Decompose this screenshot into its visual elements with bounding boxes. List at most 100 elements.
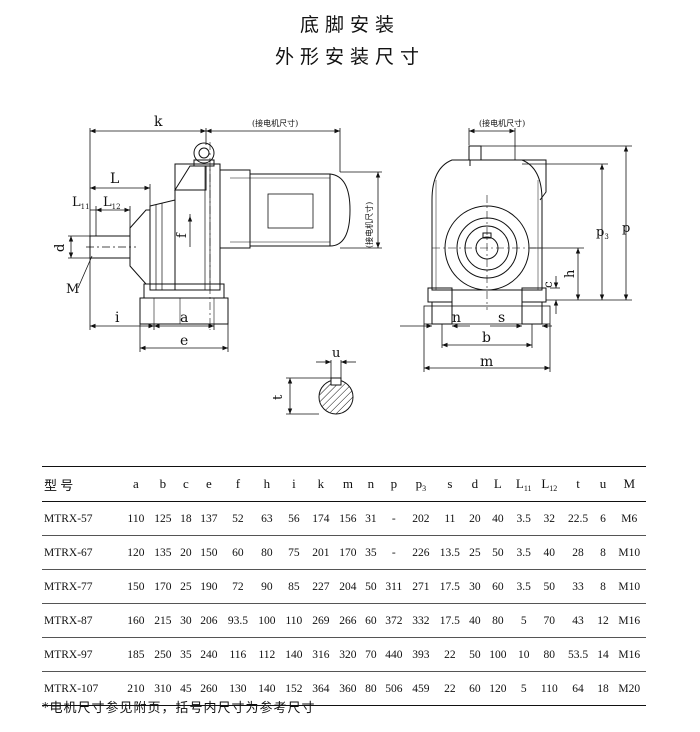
column-header: i [280,466,308,502]
table-cell: 32 [536,501,563,536]
label-m: m [480,354,493,370]
column-header: m [334,466,362,502]
table-cell: 174 [307,501,335,536]
column-header: s [434,466,466,502]
table-cell: 8 [593,569,613,604]
table-cell: 60 [484,569,512,604]
front-view-labels: (接电机尺寸) p3 p h c n s b m [452,118,630,370]
table-cell: M10 [612,535,646,570]
model-cell: MTRX-107 [42,671,123,706]
table-cell: 25 [176,569,196,604]
table-cell: 20 [176,535,196,570]
table-cell: 80 [361,671,381,706]
table-cell: 53.5 [562,637,594,672]
table-cell: 250 [149,637,177,672]
table-cell: 33 [562,569,594,604]
table-cell: 215 [149,603,177,638]
label-p: p [622,221,630,236]
table-cell: 100 [484,637,512,672]
table-cell: 202 [407,501,435,536]
table-cell: 52 [222,501,254,536]
table-cell: 70 [536,603,563,638]
label-n: n [452,310,461,326]
table-cell: 271 [407,569,435,604]
table-cell: 50 [536,569,563,604]
table-cell: 170 [149,569,177,604]
table-cell: 70 [361,637,381,672]
column-header: n [361,466,381,502]
table-cell: 440 [380,637,408,672]
table-cell: 140 [280,637,308,672]
label-M: M [66,282,79,297]
table-cell: 320 [334,637,362,672]
label-k: k [154,114,163,130]
label-motor-dim-top: (接电机尺寸) [252,118,298,128]
table-cell: M6 [612,501,646,536]
side-view [86,142,351,330]
footnote: *电机尺寸参见附页，括号内尺寸为参考尺寸 [42,701,316,716]
table-cell: 152 [280,671,308,706]
table-cell: 112 [253,637,281,672]
table-cell: 5 [511,603,537,638]
table-cell: 240 [195,637,223,672]
table-cell: 17.5 [434,603,466,638]
column-header: f [222,466,254,502]
model-cell: MTRX-77 [42,569,123,604]
table-cell: 204 [334,569,362,604]
table-cell: 56 [280,501,308,536]
table-cell: 130 [222,671,254,706]
table-cell: 110 [122,501,150,536]
table-cell: M20 [612,671,646,706]
table-cell: 160 [122,603,150,638]
table-cell: 11 [434,501,466,536]
table-cell: 316 [307,637,335,672]
table-cell: 5 [511,671,537,706]
label-c: c [541,281,555,288]
column-header: a [122,466,150,502]
side-view-dimensions [68,128,382,352]
table-cell: 372 [380,603,408,638]
label-p3: p3 [596,225,609,241]
table-cell: 266 [334,603,362,638]
table-cell: 60 [222,535,254,570]
table-cell: 80 [253,535,281,570]
label-L12: L12 [103,195,121,211]
label-b: b [482,330,491,346]
table-cell: 80 [536,637,563,672]
table-cell: 22.5 [562,501,594,536]
table-cell: 116 [222,637,254,672]
column-header: M [612,466,646,502]
title-line-2: 外形安装尺寸 [274,46,425,68]
table-cell: 120 [484,671,512,706]
table-cell: 206 [195,603,223,638]
table-cell: M16 [612,603,646,638]
column-header: d [465,466,485,502]
table-cell: 93.5 [222,603,254,638]
table-cell: 90 [253,569,281,604]
table-cell: 8 [593,535,613,570]
column-header: 型 号 [42,466,123,502]
table-cell: 30 [176,603,196,638]
table-cell: 22 [434,671,466,706]
table-cell: 269 [307,603,335,638]
table-cell: 170 [334,535,362,570]
table-cell: 43 [562,603,594,638]
front-view [423,145,551,325]
table-cell: 40 [465,603,485,638]
title-line-1: 底脚安装 [299,14,400,36]
table-cell: 135 [149,535,177,570]
model-cell: MTRX-67 [42,535,123,570]
column-header: k [307,466,335,502]
label-i: i [115,310,120,326]
table-cell: 3.5 [511,501,537,536]
table-cell: 506 [380,671,408,706]
table-cell: 332 [407,603,435,638]
table-cell: 25 [465,535,485,570]
table-cell: 110 [280,603,308,638]
table-cell: - [380,501,408,536]
table-cell: 50 [361,569,381,604]
